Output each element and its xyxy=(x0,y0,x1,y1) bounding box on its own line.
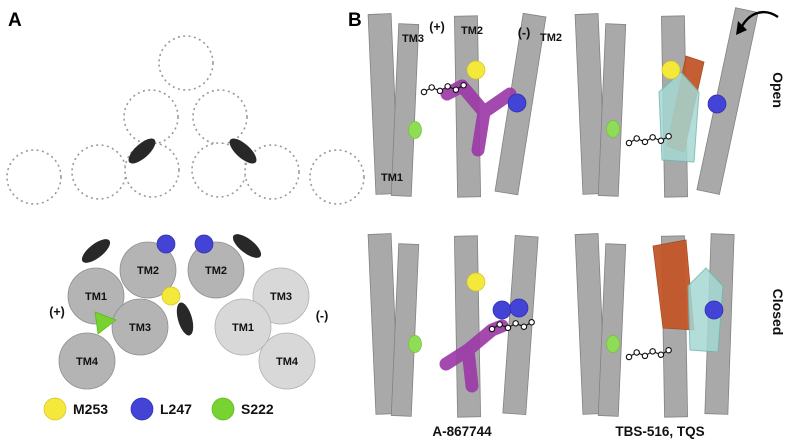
interface-ellipse xyxy=(128,138,156,164)
legend-l247-label: L247 xyxy=(160,401,192,417)
dotted-subunit-circle xyxy=(192,89,248,145)
s222-dot xyxy=(606,335,620,353)
legend-yellow-swatch xyxy=(43,397,67,421)
tm1-left-circle xyxy=(67,267,125,325)
legend-green-swatch xyxy=(211,397,235,421)
legend-m253-label: M253 xyxy=(73,401,108,417)
row-open-label: Open xyxy=(770,72,786,108)
tm4-right-label: TM4 xyxy=(276,356,299,368)
rotation-arrow-head xyxy=(736,21,747,35)
dotted-subunit-circle xyxy=(158,35,214,91)
tm2-right-bar-label: TM2 xyxy=(540,32,562,44)
tm1-bar-label: TM1 xyxy=(381,172,403,184)
interface-ellipse xyxy=(176,302,194,336)
helix-tm1-bar xyxy=(390,23,420,197)
s222-wedge xyxy=(94,311,117,335)
l247-dot xyxy=(707,94,727,114)
panel-a-label: A xyxy=(8,10,22,31)
helix-bar xyxy=(597,243,627,417)
tm3-right-label: TM3 xyxy=(270,291,292,303)
tm4-right-circle xyxy=(258,332,316,390)
tm3-bar-label: TM3 xyxy=(402,33,424,45)
plus-sign-label: (+) xyxy=(49,305,65,319)
subpanel-a867744-open: TM3 (+) TM2 (-) TM2 TM1 xyxy=(367,12,562,198)
l247-dot xyxy=(509,298,529,318)
outer-subunits-dotted xyxy=(6,35,365,205)
m253-dot xyxy=(466,272,486,292)
subpanel-a867744-closed xyxy=(367,233,539,418)
l247-dot xyxy=(507,93,527,113)
minus-bar-label: (-) xyxy=(518,26,531,40)
interface-ellipse xyxy=(232,234,262,258)
tm3-left-label: TM3 xyxy=(129,322,151,334)
l247-dot xyxy=(492,300,512,320)
tm1-left-label: TM1 xyxy=(85,291,107,303)
tm2-left-circle xyxy=(119,241,177,299)
helix-bar xyxy=(597,23,627,197)
a867744-ligand-shape xyxy=(440,79,517,157)
tm2-center-bar-label: TM2 xyxy=(461,25,483,37)
s222-dot xyxy=(408,335,422,353)
tm4-left-circle xyxy=(58,332,116,390)
tm2-right-label: TM2 xyxy=(205,265,227,277)
interface-ellipse xyxy=(81,239,111,263)
dotted-subunit-circle xyxy=(309,149,365,205)
front-subunits xyxy=(58,241,316,390)
tm1-right-circle xyxy=(214,298,272,356)
tm1-right-label: TM1 xyxy=(232,322,254,334)
helix-bar xyxy=(390,243,420,417)
m253-dot xyxy=(161,286,181,306)
subpanel-tbs-open xyxy=(574,7,779,198)
legend-s222-label: S222 xyxy=(241,401,274,417)
tbs516-ligand-shape xyxy=(652,239,695,331)
legend: M253 L247 S222 xyxy=(43,397,274,421)
m253-dot xyxy=(466,60,486,80)
s222-dot xyxy=(408,121,422,139)
dotted-subunit-circle xyxy=(244,144,300,200)
tm2-left-label: TM2 xyxy=(137,265,159,277)
rotation-arrow-icon xyxy=(736,11,779,35)
compound-left-label: A-867744 xyxy=(432,424,492,439)
dotted-subunit-circle xyxy=(71,144,127,200)
plus-bar-label: (+) xyxy=(429,20,445,34)
dotted-subunit-circle xyxy=(123,89,179,145)
row-closed-label: Closed xyxy=(770,289,786,336)
panel-b-label: B xyxy=(348,10,362,31)
panel-b: B TM3 (+) TM2 (-) TM2 TM1 xyxy=(348,7,786,439)
a867744-ligand-shape xyxy=(439,319,509,393)
l247-dot xyxy=(704,300,724,320)
panel-a: A xyxy=(6,10,365,421)
tm3-left-circle xyxy=(111,298,169,356)
tm2-right-circle xyxy=(187,241,245,299)
tm3-right-circle xyxy=(252,267,310,325)
l247-dot xyxy=(156,234,176,254)
dotted-subunit-circle xyxy=(6,149,62,205)
tm4-left-label: TM4 xyxy=(76,356,99,368)
helix-labels: TM1 TM2 TM2 TM3 TM3 TM1 TM4 TM4 xyxy=(76,265,299,368)
s222-dot xyxy=(606,120,620,138)
helix-bar-rotated xyxy=(696,7,759,195)
m253-dot xyxy=(661,60,681,80)
l247-dot xyxy=(194,234,214,254)
minus-sign-label: (-) xyxy=(316,309,329,323)
interface-ellipse xyxy=(229,138,257,164)
compound-right-label: TBS-516, TQS xyxy=(615,424,704,439)
subpanel-tbs-closed xyxy=(574,233,735,418)
legend-blue-swatch xyxy=(130,397,154,421)
